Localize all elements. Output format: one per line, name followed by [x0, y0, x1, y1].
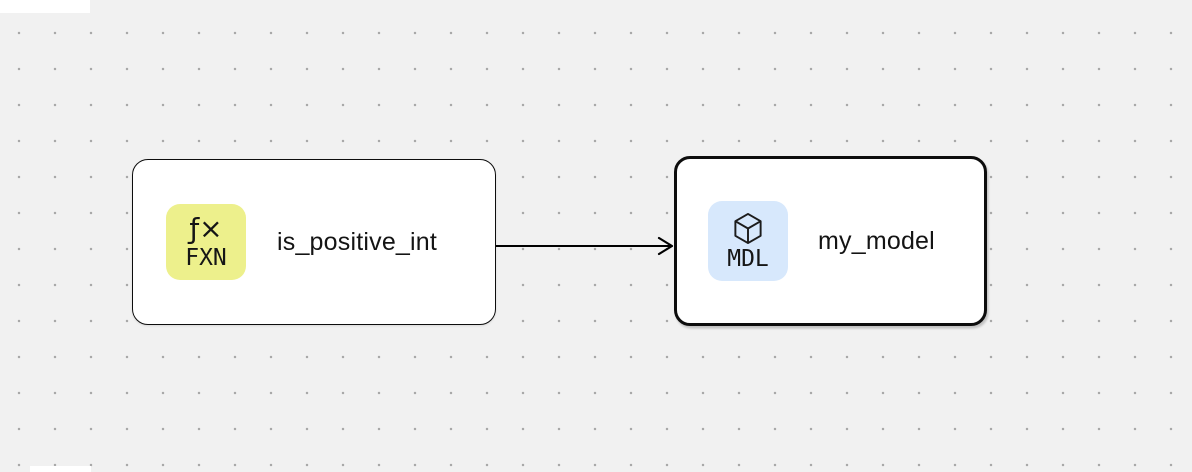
top-left-panel-strip — [0, 0, 90, 13]
arrowhead-icon — [657, 236, 674, 256]
node-function[interactable]: ƒ× FXN is_positive_int — [132, 159, 496, 325]
function-icon: ƒ× — [189, 212, 223, 246]
model-badge: MDL — [708, 201, 788, 281]
node-model-selected[interactable]: MDL my_model — [674, 156, 987, 326]
model-badge-tag: MDL — [727, 246, 769, 273]
function-badge-tag: FXN — [185, 244, 227, 271]
function-badge: ƒ× FXN — [166, 204, 246, 280]
bottom-panel-strip — [30, 466, 91, 472]
edge-function-to-model[interactable] — [496, 236, 674, 256]
model-node-label: my_model — [818, 226, 935, 255]
cube-icon — [734, 213, 762, 245]
function-node-label: is_positive_int — [277, 227, 438, 256]
